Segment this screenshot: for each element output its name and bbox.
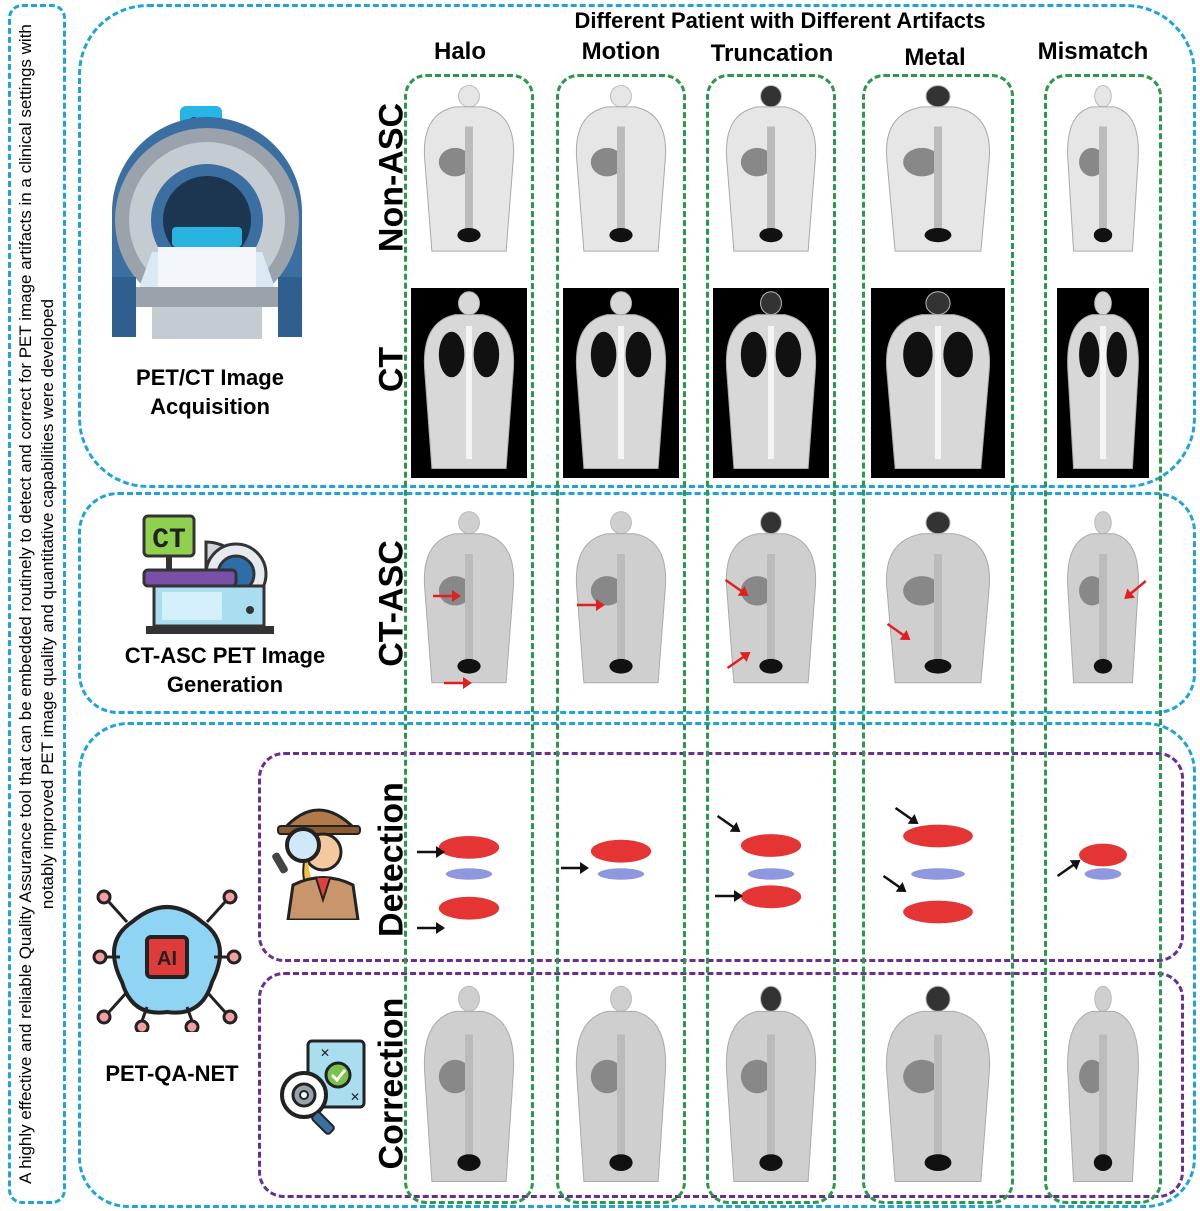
- arrow-det-metal-2: [878, 869, 912, 899]
- arrow-ctasc-mismatch: [1118, 574, 1151, 606]
- column-head-halo: Halo: [433, 38, 486, 65]
- acquisition-section: [78, 4, 1196, 488]
- scan-ct-truncation: [713, 288, 829, 478]
- column-head-truncation: Truncation: [710, 40, 834, 67]
- qa-net-section: [78, 722, 1196, 1208]
- column-box-motion: [556, 74, 686, 1204]
- arrow-det-trunc-2: [714, 888, 744, 904]
- scan-ct-metal: [871, 288, 1005, 478]
- pet-ct-scanner-icon: [92, 102, 322, 347]
- ct-screen-label: CT: [152, 525, 186, 556]
- arrow-det-metal-1: [890, 801, 924, 831]
- scan-ct-asc-motion: [563, 508, 679, 692]
- arrow-ctasc-motion: [576, 597, 606, 613]
- scan-ct-asc-halo: [411, 508, 527, 692]
- scan-correction-mismatch: [1057, 982, 1149, 1192]
- row-label-ct-asc: CT-ASC: [372, 540, 411, 667]
- scan-non-asc-motion: [563, 82, 679, 260]
- scan-non-asc-truncation: [713, 82, 829, 260]
- row-label-ct: CT: [372, 346, 411, 393]
- figure-title: Different Patient with Different Artifac…: [574, 8, 986, 33]
- scan-detection-metal: [871, 760, 1005, 950]
- acquisition-label: PET/CT Image Acquisition: [136, 365, 284, 419]
- scan-detection-truncation: [713, 760, 829, 950]
- arrow-det-trunc-1: [712, 809, 746, 839]
- detection-box: [258, 752, 1184, 962]
- column-box-halo: [404, 74, 534, 1204]
- detective-magnifier-icon: [268, 790, 368, 920]
- arrow-det-halo-1: [416, 844, 446, 860]
- gear-checklist-icon: ✕ ✕: [268, 1035, 368, 1135]
- side-statement-text: A highly effective and reliable Quality …: [16, 24, 57, 1184]
- arrow-ctasc-trunc-2: [722, 645, 756, 675]
- scan-detection-mismatch: [1057, 760, 1149, 950]
- column-box-mismatch: [1044, 74, 1162, 1204]
- ct-scanner-icon: CT: [136, 512, 286, 637]
- scan-correction-metal: [871, 982, 1005, 1192]
- scan-correction-motion: [563, 982, 679, 1192]
- scan-ct-mismatch: [1057, 288, 1149, 478]
- arrow-det-halo-2: [416, 920, 446, 936]
- column-head-mismatch: Mismatch: [1037, 38, 1149, 65]
- generation-section: [78, 492, 1196, 714]
- side-statement-box: A highly effective and reliable Quality …: [8, 4, 66, 1204]
- svg-text:✕: ✕: [350, 1090, 360, 1104]
- scan-correction-halo: [411, 982, 527, 1192]
- ai-brain-icon: AI: [92, 882, 242, 1032]
- row-label-detection: Detection: [372, 782, 411, 937]
- arrow-ctasc-halo-1: [432, 588, 462, 604]
- scan-ct-halo: [411, 288, 527, 478]
- generation-label: CT-ASC PET Image Generation: [124, 643, 326, 697]
- scan-non-asc-halo: [411, 82, 527, 260]
- arrow-det-mismatch: [1052, 853, 1086, 883]
- row-label-correction: Correction: [372, 997, 411, 1170]
- arrow-ctasc-metal: [882, 617, 916, 647]
- column-box-metal: [862, 74, 1014, 1204]
- scan-ct-asc-metal: [871, 508, 1005, 692]
- network-label: PET-QA-NET: [105, 1061, 239, 1086]
- row-label-non-asc: Non-ASC: [372, 102, 411, 253]
- column-box-truncation: [706, 74, 836, 1204]
- scan-detection-halo: [411, 760, 527, 950]
- arrow-ctasc-halo-2: [443, 675, 473, 691]
- arrow-det-motion: [560, 860, 590, 876]
- scan-correction-truncation: [713, 982, 829, 1192]
- arrow-ctasc-trunc-1: [720, 573, 754, 603]
- scan-ct-asc-truncation: [713, 508, 829, 692]
- svg-text:AI: AI: [157, 948, 177, 970]
- column-head-metal: Metal: [904, 44, 966, 71]
- scan-ct-asc-mismatch: [1057, 508, 1149, 692]
- scan-detection-motion: [563, 760, 679, 950]
- scan-non-asc-mismatch: [1057, 82, 1149, 260]
- scan-non-asc-metal: [871, 82, 1005, 260]
- svg-text:✕: ✕: [320, 1046, 330, 1060]
- scan-ct-motion: [563, 288, 679, 478]
- column-head-motion: Motion: [581, 38, 661, 65]
